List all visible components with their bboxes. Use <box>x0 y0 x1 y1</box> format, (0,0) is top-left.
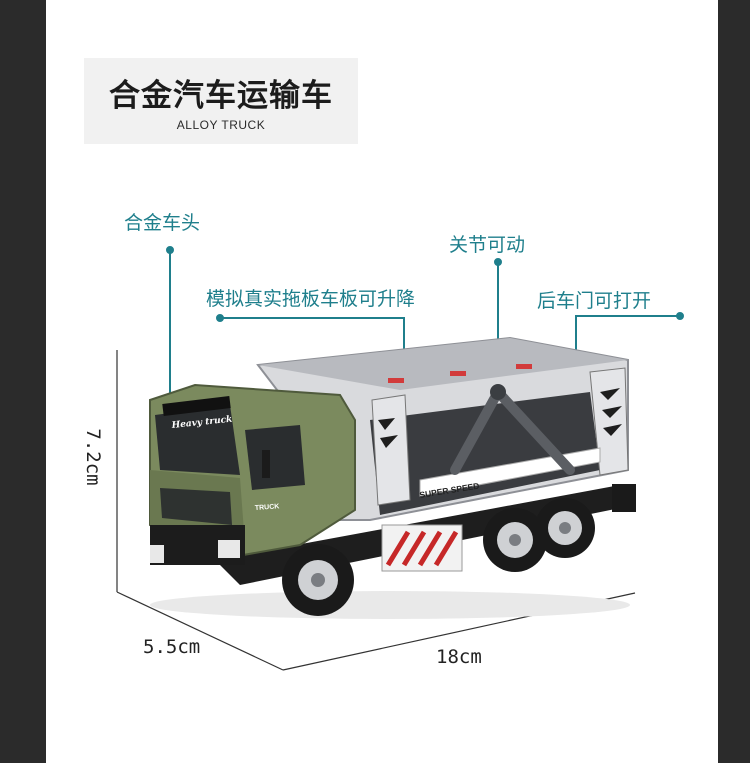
sun-visor <box>162 396 231 416</box>
hydraulic-arms <box>450 387 575 475</box>
upper-deck <box>258 338 628 390</box>
headlight <box>218 540 240 558</box>
truck-cab: Heavy truck TRUCK POWER <box>149 383 356 580</box>
side-mirror <box>262 450 270 478</box>
length-dimension-label: 18cm <box>436 646 482 668</box>
red-marker-3 <box>516 364 532 369</box>
plate-leader-dot <box>216 314 224 322</box>
width-dimension-label: 5.5cm <box>143 636 201 658</box>
rear-wheel-1 <box>483 508 547 572</box>
joint-leader-dot <box>494 258 502 266</box>
side-window <box>245 425 305 490</box>
width-dim-line <box>116 591 284 671</box>
rear-bumper <box>612 484 636 512</box>
bumper-badge-text: POWER <box>168 573 194 580</box>
callout-rear-door: 后车门可打开 <box>537 290 652 312</box>
product-title: 合金汽车运输车 <box>109 78 333 114</box>
hazard-stripes <box>378 388 622 448</box>
front-wheel <box>282 544 354 616</box>
height-dimension-label: 7.2cm <box>82 428 104 486</box>
joint-pivot <box>490 384 506 400</box>
right-dark-border <box>718 0 750 763</box>
product-subtitle: ALLOY TRUCK <box>176 118 266 132</box>
side-rail-front <box>371 394 411 506</box>
wheels <box>282 498 595 616</box>
headlight-left <box>150 545 164 563</box>
grille <box>160 488 232 525</box>
callout-plate: 模拟真实拖板车板可升降 <box>206 288 416 310</box>
door-badge-text: TRUCK <box>255 503 280 512</box>
red-marker-2 <box>450 371 466 376</box>
tank-hazard-lines <box>385 530 459 567</box>
left-dark-border <box>0 0 46 763</box>
red-marker-1 <box>388 378 404 383</box>
rear-door-leader-dot <box>676 312 684 320</box>
callout-joint: 关节可动 <box>449 234 526 256</box>
cab-leader-dot <box>166 246 174 254</box>
windshield <box>155 405 240 475</box>
title-card: 合金汽车运输车 ALLOY TRUCK <box>84 58 358 144</box>
ground-shadow <box>150 591 630 619</box>
callout-cab: 合金车头 <box>124 212 201 234</box>
rear-wheel-2 <box>535 498 595 558</box>
